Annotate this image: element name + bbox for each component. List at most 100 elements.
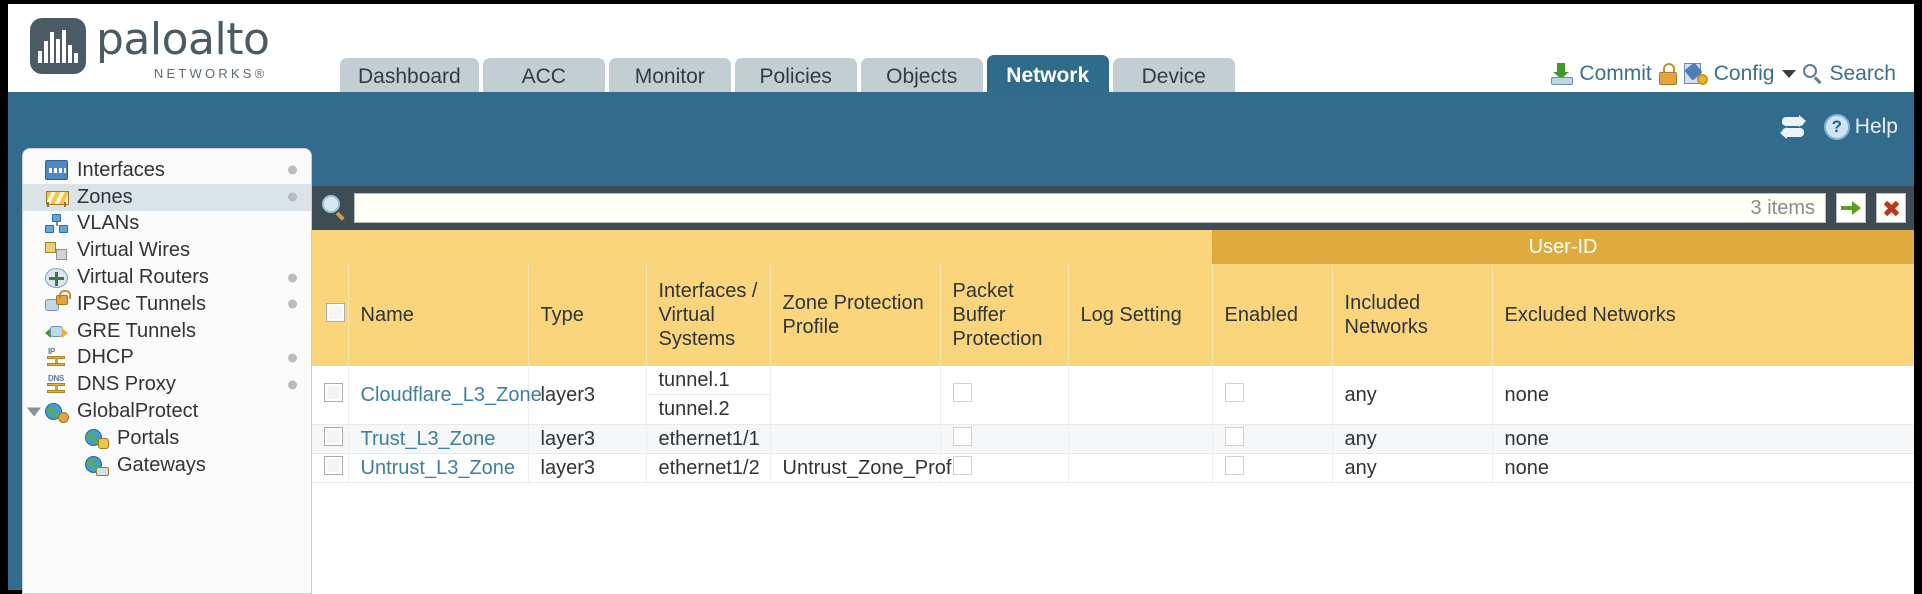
packet-buffer-protection-checkbox[interactable]: [952, 426, 972, 446]
tab-dashboard[interactable]: Dashboard: [340, 58, 479, 96]
sidebar-item-label: Zones: [77, 185, 133, 208]
sidebar-item-globalprotect[interactable]: GlobalProtect: [23, 398, 311, 425]
status-dot: [288, 273, 297, 283]
column-header-included-networks[interactable]: Included Networks: [1332, 264, 1493, 366]
tab-monitor[interactable]: Monitor: [608, 58, 731, 96]
search-button[interactable]: Search: [1803, 62, 1896, 86]
sidebar-item-gateways[interactable]: Gateways: [23, 452, 311, 479]
user-id-enabled-checkbox[interactable]: [1224, 382, 1244, 402]
cell-user-id-enabled[interactable]: [1212, 424, 1333, 454]
zone-name-link[interactable]: Untrust_L3_Zone: [360, 456, 516, 479]
tab-objects[interactable]: Objects: [860, 58, 983, 96]
tab-acc[interactable]: ACC: [482, 58, 605, 96]
cell-packet-buffer-protection[interactable]: [940, 424, 1069, 454]
packet-buffer-protection-checkbox[interactable]: [952, 382, 972, 402]
clear-filter-button[interactable]: [1876, 193, 1906, 223]
group-header-spacer: [312, 230, 1213, 264]
column-header-type[interactable]: Type: [528, 264, 647, 366]
row-checkbox[interactable]: [324, 455, 343, 475]
cell-type: layer3: [528, 424, 647, 454]
help-button[interactable]: ? Help: [1823, 114, 1898, 140]
cell-excluded-networks: none: [1492, 366, 1914, 425]
column-header-packet-buffer-protection[interactable]: Packet Buffer Protection: [940, 264, 1069, 366]
column-header-name[interactable]: Name: [348, 264, 529, 366]
config-icon: [1683, 62, 1708, 85]
sidebar-item-zones[interactable]: Zones: [23, 183, 311, 211]
tab-device[interactable]: Device: [1112, 58, 1235, 96]
sidebar-item-dns-proxy[interactable]: DNS DNS Proxy: [23, 371, 311, 398]
row-select-cell[interactable]: [312, 453, 349, 483]
select-all-checkbox[interactable]: [326, 302, 345, 322]
column-header-excluded-networks[interactable]: Excluded Networks: [1492, 264, 1914, 366]
table-row[interactable]: Trust_L3_Zone layer3 ethernet1/1 any non…: [312, 424, 1914, 454]
row-select-cell[interactable]: [312, 366, 349, 425]
sidebar-item-label: Interfaces: [77, 158, 165, 181]
packet-buffer-protection-checkbox[interactable]: [952, 455, 972, 475]
cell-log-setting: [1068, 453, 1213, 483]
sidebar-item-ipsec-tunnels[interactable]: IPSec Tunnels: [23, 290, 311, 318]
sidebar-item-interfaces[interactable]: Interfaces: [23, 157, 311, 184]
zone-name-link[interactable]: Trust_L3_Zone: [360, 427, 496, 450]
main-navigation-tabs: Dashboard ACC Monitor Policies Objects N…: [340, 55, 1235, 96]
brand-logo[interactable]: paloalto NETWORKS®: [30, 18, 270, 81]
sidebar-item-vlans[interactable]: VLANs: [23, 211, 311, 238]
zone-name-link[interactable]: Cloudflare_L3_Zone: [360, 383, 542, 406]
cell-user-id-enabled[interactable]: [1212, 366, 1333, 425]
sidebar-item-label: VLANs: [77, 212, 140, 235]
cell-name[interactable]: Untrust_L3_Zone: [348, 453, 529, 483]
row-checkbox[interactable]: [324, 426, 343, 446]
commit-icon: [1551, 63, 1574, 85]
cell-included-networks: any: [1332, 366, 1493, 425]
sidebar-item-label: Virtual Wires: [77, 239, 190, 262]
search-icon[interactable]: [322, 195, 348, 221]
cell-packet-buffer-protection[interactable]: [940, 453, 1069, 483]
help-icon: ?: [1823, 114, 1850, 140]
vlans-icon: [45, 213, 68, 234]
cell-type: layer3: [528, 366, 647, 425]
cell-name[interactable]: Trust_L3_Zone: [348, 424, 529, 454]
cell-zone-protection-profile: Untrust_Zone_Prof: [770, 453, 951, 483]
brand-tagline: NETWORKS®: [153, 66, 268, 81]
column-header-interfaces[interactable]: Interfaces / Virtual Systems: [646, 264, 771, 366]
sidebar-item-portals[interactable]: Portals: [23, 425, 311, 452]
refresh-icon[interactable]: [1779, 115, 1806, 139]
cell-name[interactable]: Cloudflare_L3_Zone: [348, 366, 542, 425]
config-menu[interactable]: Config: [1683, 62, 1797, 86]
sidebar-item-virtual-wires[interactable]: Virtual Wires: [23, 237, 311, 264]
gateways-icon: [85, 455, 109, 477]
apply-filter-button[interactable]: [1836, 193, 1866, 223]
row-select-cell[interactable]: [312, 424, 349, 454]
select-all-header[interactable]: [312, 264, 349, 366]
sidebar-item-virtual-routers[interactable]: Virtual Routers: [23, 264, 311, 291]
cell-included-networks: any: [1332, 453, 1493, 483]
cell-interfaces: ethernet1/2: [646, 453, 771, 483]
status-dot: [288, 353, 297, 363]
column-header-log-setting[interactable]: Log Setting: [1068, 264, 1213, 366]
sidebar-item-gre-tunnels[interactable]: GRE Tunnels: [23, 318, 311, 345]
status-dot: [288, 299, 297, 309]
cell-packet-buffer-protection[interactable]: [940, 366, 1069, 425]
paloalto-logo-icon: [30, 18, 86, 74]
expand-collapse-icon[interactable]: [27, 407, 41, 417]
table-row[interactable]: Untrust_L3_Zone layer3 ethernet1/2 Untru…: [312, 453, 1914, 483]
sidebar-item-dhcp[interactable]: IP DHCP: [23, 345, 311, 372]
cell-user-id-enabled[interactable]: [1212, 453, 1333, 483]
sidebar-item-label: DNS Proxy: [77, 373, 176, 396]
cell-excluded-networks: none: [1492, 453, 1914, 483]
tab-network[interactable]: Network: [986, 55, 1109, 96]
unlock-icon[interactable]: [1658, 63, 1677, 85]
utility-row: ? Help: [1779, 114, 1898, 140]
gre-tunnels-icon: [45, 321, 68, 341]
search-label: Search: [1829, 62, 1896, 85]
column-header-enabled[interactable]: Enabled: [1212, 264, 1333, 366]
user-id-enabled-checkbox[interactable]: [1224, 455, 1244, 475]
search-input[interactable]: 3 items: [354, 193, 1826, 223]
row-checkbox[interactable]: [324, 382, 343, 402]
tab-policies[interactable]: Policies: [734, 58, 857, 96]
sidebar-item-label: GRE Tunnels: [77, 319, 196, 342]
commit-button[interactable]: Commit: [1551, 62, 1652, 86]
filter-toolbar: 3 items: [312, 186, 1914, 230]
column-header-zone-protection-profile[interactable]: Zone Protection Profile: [770, 264, 941, 366]
config-label: Config: [1713, 62, 1775, 85]
user-id-enabled-checkbox[interactable]: [1224, 426, 1244, 446]
